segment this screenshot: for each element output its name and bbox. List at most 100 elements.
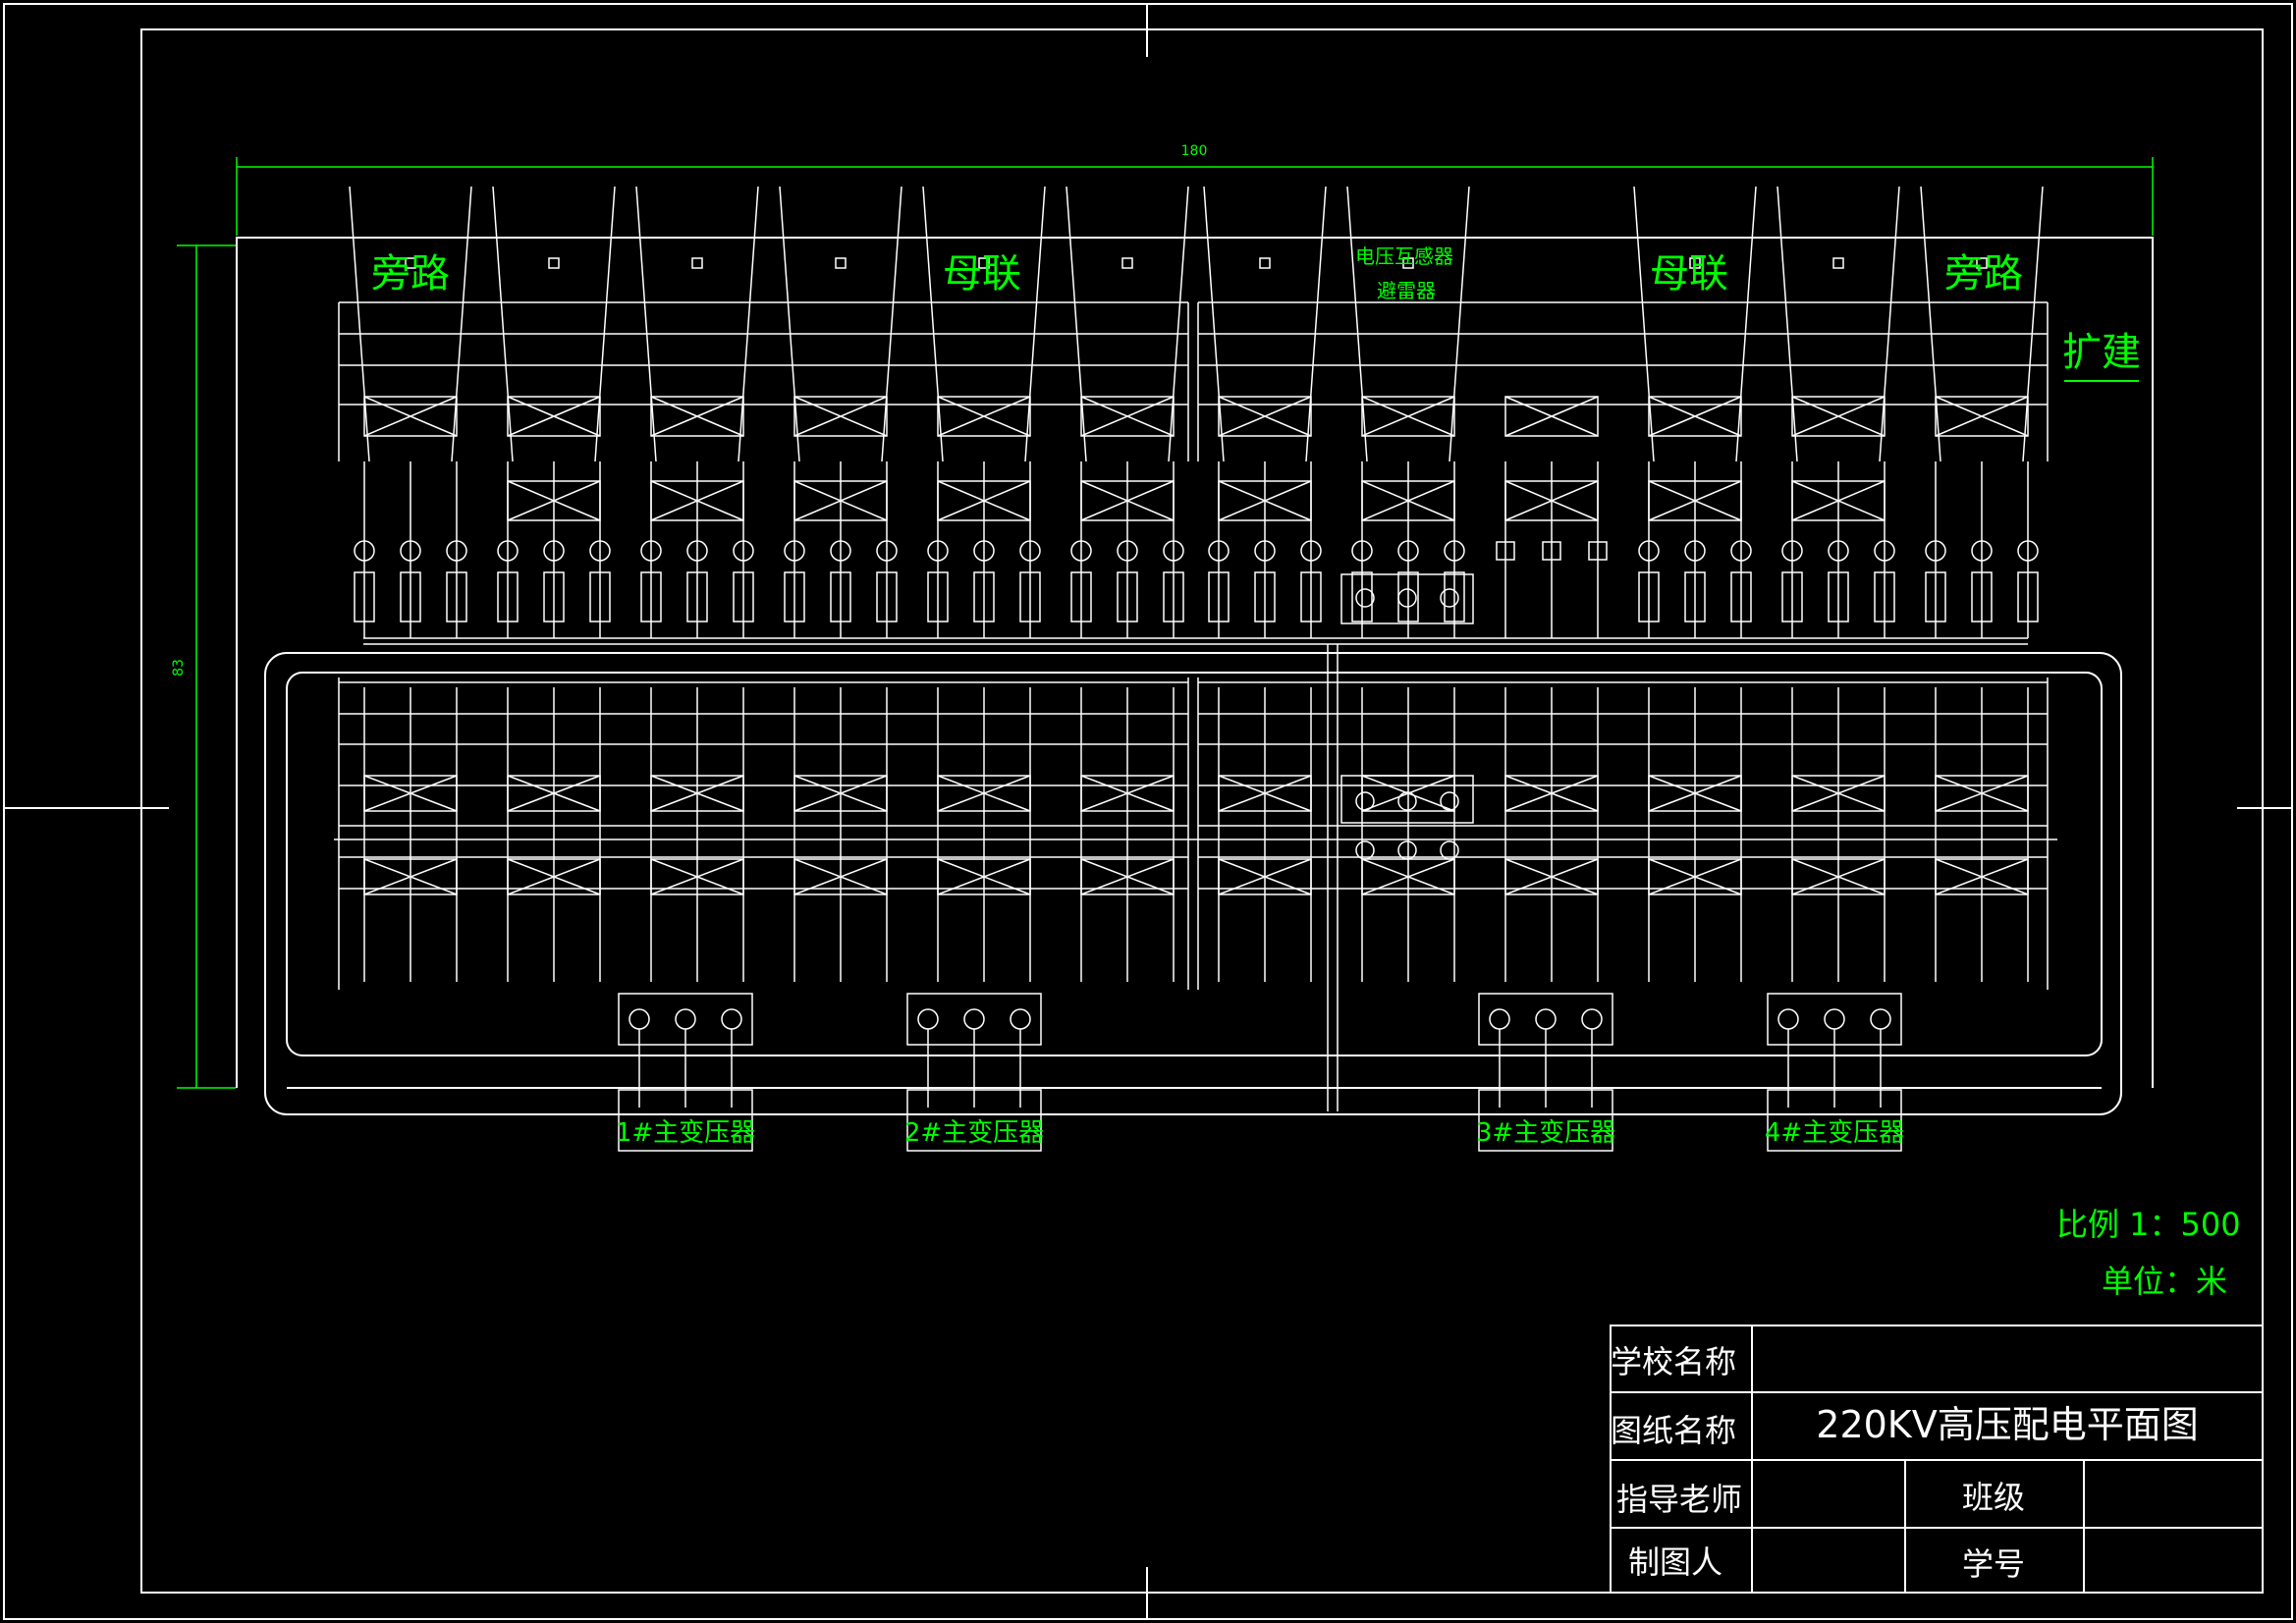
current-transformer <box>1254 540 1276 562</box>
current-transformer <box>354 540 375 562</box>
current-transformer <box>1351 540 1373 562</box>
disconnect-switch <box>1791 396 1886 437</box>
line-trap <box>1259 257 1271 269</box>
current-transformer <box>1925 540 1946 562</box>
width-dimension-label: 180 <box>1181 143 1208 159</box>
disconnect-switch <box>650 396 744 437</box>
current-transformer <box>1019 540 1041 562</box>
current-transformer <box>640 540 662 562</box>
line-trap <box>1402 257 1414 269</box>
current-transformer <box>973 540 995 562</box>
current-transformer <box>1117 540 1138 562</box>
current-transformer <box>589 540 611 562</box>
breaker-column <box>1730 571 1752 622</box>
breaker-column <box>1070 571 1092 622</box>
lower-pt-block <box>1340 775 1474 824</box>
current-transformer <box>784 540 805 562</box>
current-transformer <box>686 540 708 562</box>
current-transformer <box>400 540 421 562</box>
pt-arrester-block <box>1340 573 1474 624</box>
pt-box <box>1588 541 1608 561</box>
current-transformer <box>1300 540 1322 562</box>
breaker-column <box>446 571 467 622</box>
current-transformer <box>1070 540 1092 562</box>
drafter-label: 制图人 <box>1628 1543 1722 1581</box>
disconnect-switch <box>1648 396 1742 437</box>
breaker-column <box>784 571 805 622</box>
breaker-column <box>1638 571 1660 622</box>
line-trap <box>548 257 560 269</box>
disconnect-switch <box>1361 396 1455 437</box>
breaker-column <box>1254 571 1276 622</box>
breaker-column <box>1781 571 1803 622</box>
transformer-1-label: 1#主变压器 <box>616 1118 755 1148</box>
line-trap <box>1689 257 1701 269</box>
current-transformer <box>1828 540 1849 562</box>
breaker-column <box>733 571 754 622</box>
breaker-column <box>1444 571 1465 622</box>
student-id-label: 学号 <box>1962 1545 2025 1583</box>
pt-box <box>1496 541 1515 561</box>
drawing-name-label: 图纸名称 <box>1611 1412 1736 1449</box>
bus-tie-left-label: 母联 <box>943 251 1021 297</box>
current-transformer <box>876 540 898 562</box>
unit-text: 单位：米 <box>2102 1263 2227 1300</box>
breaker-column <box>497 571 519 622</box>
pt-arrester-label-2: 避雷器 <box>1377 279 1436 302</box>
line-trap <box>1832 257 1844 269</box>
breaker-column <box>876 571 898 622</box>
sheet-border <box>3 3 2293 1620</box>
transformer-label-box <box>618 1089 753 1152</box>
current-transformer <box>1638 540 1660 562</box>
line-trap <box>405 257 416 269</box>
pt-box <box>1542 541 1561 561</box>
breaker-column <box>1874 571 1895 622</box>
transformer-3-label: 3#主变压器 <box>1476 1118 1615 1148</box>
breaker-column <box>1208 571 1230 622</box>
line-trap <box>978 257 990 269</box>
breaker-column <box>1163 571 1184 622</box>
current-transformer <box>1163 540 1184 562</box>
current-transformer <box>446 540 467 562</box>
transformer-4-label: 4#主变压器 <box>1765 1118 1904 1148</box>
breaker-column <box>589 571 611 622</box>
line-trap <box>691 257 703 269</box>
disconnect-switch <box>363 396 458 437</box>
disconnect-switch <box>937 396 1031 437</box>
breaker-column <box>1351 571 1373 622</box>
current-transformer <box>497 540 519 562</box>
disconnect-switch <box>1935 396 2029 437</box>
transformer-label-box <box>1767 1089 1902 1152</box>
drawing-name-value: 220KV高压配电平面图 <box>1816 1403 2198 1446</box>
switchgear-linework <box>334 186 2057 1152</box>
breaker-column <box>1684 571 1706 622</box>
class-label: 班级 <box>1962 1479 2025 1516</box>
breaker-column <box>1019 571 1041 622</box>
breaker-column <box>354 571 375 622</box>
line-trap <box>835 257 847 269</box>
current-transformer <box>927 540 949 562</box>
line-trap <box>1121 257 1133 269</box>
site-fence <box>236 237 2154 1115</box>
transformer-label-box <box>906 1089 1042 1152</box>
breaker-column <box>400 571 421 622</box>
advisor-label: 指导老师 <box>1616 1481 1742 1518</box>
disconnect-switch <box>1080 396 1175 437</box>
breaker-column <box>1828 571 1849 622</box>
scale-text: 比例 1：500 <box>2056 1206 2241 1243</box>
current-transformer <box>1684 540 1706 562</box>
transformer-label-box <box>1478 1089 1613 1152</box>
bypass-right-label: 旁路 <box>1944 251 2023 297</box>
breaker-column <box>1971 571 1993 622</box>
current-transformer <box>2017 540 2039 562</box>
current-transformer <box>1444 540 1465 562</box>
title-block <box>1610 1325 2264 1594</box>
current-transformer <box>1208 540 1230 562</box>
school-name-label: 学校名称 <box>1611 1343 1736 1380</box>
breaker-column <box>686 571 708 622</box>
current-transformer <box>1397 540 1419 562</box>
breaker-column <box>973 571 995 622</box>
breaker-column <box>927 571 949 622</box>
breaker-column <box>1300 571 1322 622</box>
